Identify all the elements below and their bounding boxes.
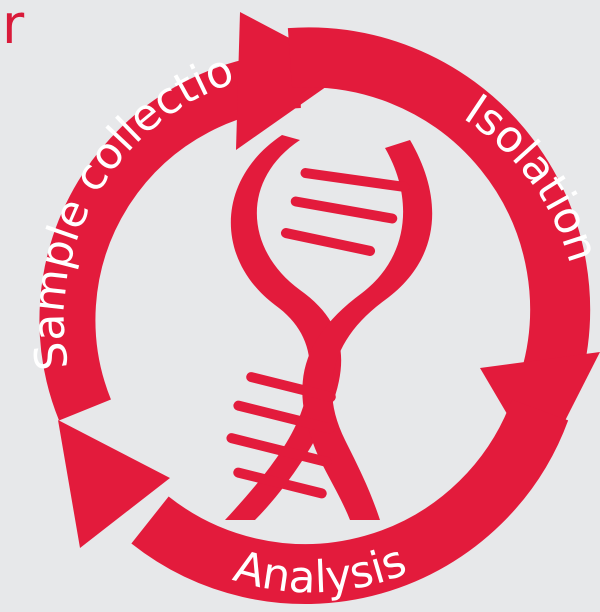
dna-helix-icon: [225, 135, 433, 520]
cycle-arrow-icon: [58, 399, 569, 605]
cycle-arrow-icon: [287, 27, 600, 470]
cropped-heading-fragment: r: [2, 0, 25, 56]
